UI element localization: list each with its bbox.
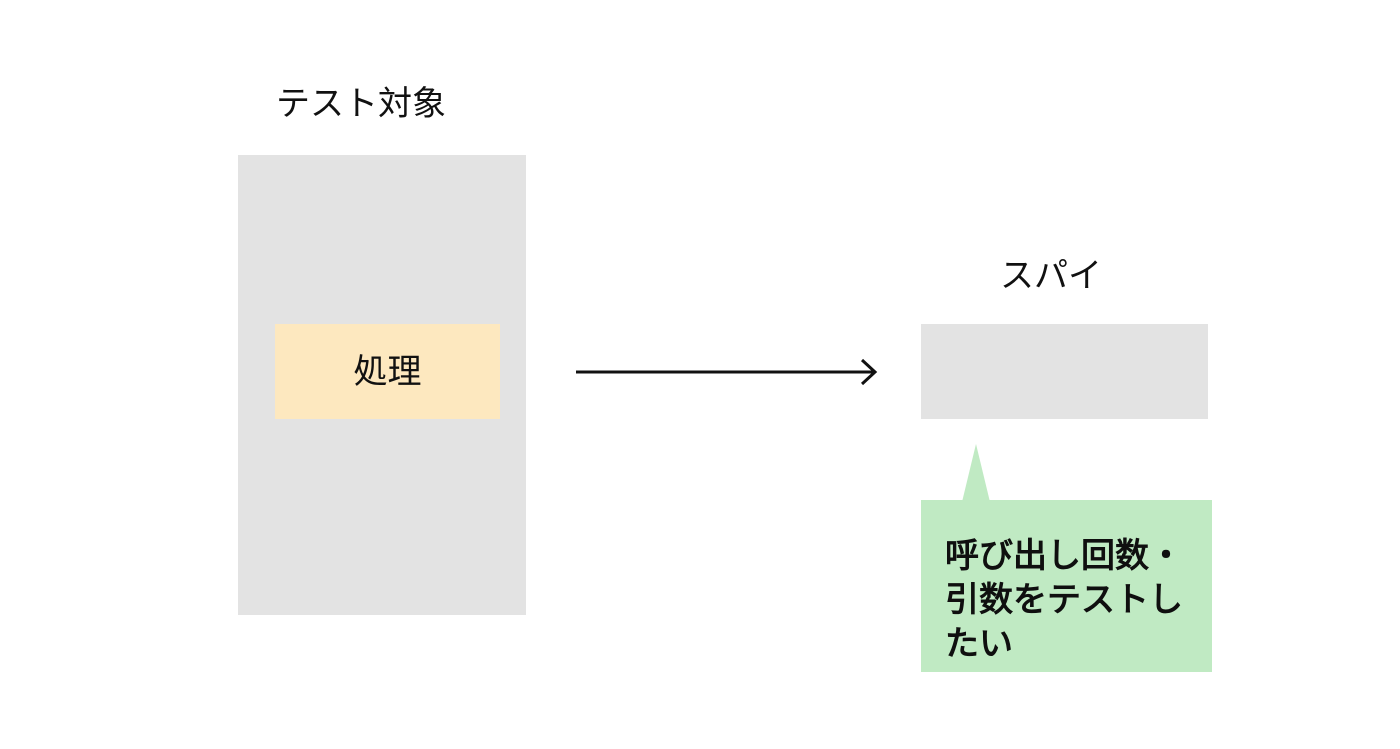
callout-note: 呼び出し回数・ 引数をテストし たい xyxy=(921,500,1212,672)
target-title: テスト対象 xyxy=(276,84,446,124)
callout-tail xyxy=(962,444,990,502)
process-label: 処理 xyxy=(353,351,422,392)
call-arrow xyxy=(576,358,878,386)
arrow-head xyxy=(860,358,878,386)
callout-text: 呼び出し回数・ 引数をテストし たい xyxy=(945,536,1183,664)
spy-box xyxy=(921,324,1208,419)
process-box: 処理 xyxy=(275,324,500,419)
spy-title: スパイ xyxy=(1000,256,1102,296)
